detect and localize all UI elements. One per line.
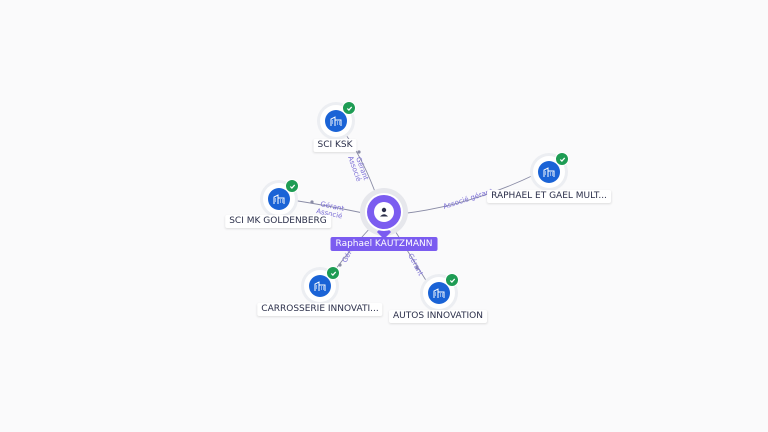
company-node-autos-innovation[interactable]: [423, 273, 459, 309]
building-icon: [538, 161, 560, 183]
building-icon: [309, 275, 331, 297]
company-label-sci-mk-goldenberg[interactable]: SCI MK GOLDENBERG: [225, 215, 331, 228]
company-label-carrosserie-innovation[interactable]: CARROSSERIE INNOVATI...: [257, 303, 383, 316]
relation-label-autos-innovation: Gérant: [406, 252, 424, 277]
edge-arrow: [357, 150, 361, 154]
check-badge-icon: [285, 179, 299, 193]
check-badge-icon: [326, 266, 340, 280]
company-label-raphael-et-gael[interactable]: RAPHAEL ET GAEL MULT...: [487, 190, 611, 203]
check-badge-icon: [555, 152, 569, 166]
company-label-sci-ksk[interactable]: SCI KSK: [313, 139, 357, 152]
company-node-raphael-et-gael[interactable]: [533, 152, 569, 188]
company-node-sci-ksk[interactable]: [320, 101, 356, 137]
person-name-label[interactable]: Raphael KAUTZMANN: [330, 237, 438, 251]
company-label-autos-innovation[interactable]: AUTOS INNOVATION: [389, 310, 487, 323]
building-icon: [325, 110, 347, 132]
building-icon: [428, 282, 450, 304]
edge-raphael-et-gael: [399, 173, 537, 215]
person-node[interactable]: [367, 195, 401, 229]
company-node-sci-mk-goldenberg[interactable]: [263, 179, 299, 215]
check-badge-icon: [445, 273, 459, 287]
building-icon: [268, 188, 290, 210]
edge-arrow: [310, 200, 314, 204]
edge-arrow: [415, 266, 419, 270]
person-icon: [374, 202, 394, 222]
check-badge-icon: [342, 101, 356, 115]
edge-arrow: [338, 263, 342, 267]
company-node-carrosserie-innovation[interactable]: [304, 266, 340, 302]
